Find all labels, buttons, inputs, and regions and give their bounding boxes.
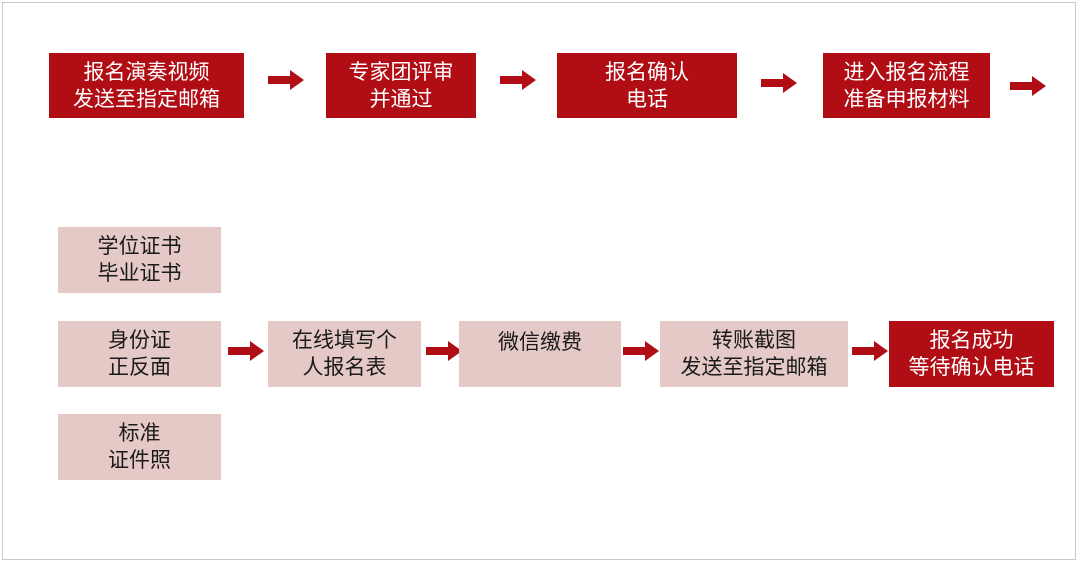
step-expert-review-line2: 并通过 — [369, 86, 433, 111]
step-wechat-payment: 微信缴费 — [459, 321, 621, 387]
step-registration-success: 报名成功 等待确认电话 — [889, 321, 1054, 387]
material-id-photo-line1: 标准 — [118, 421, 161, 445]
step-transfer-screenshot: 转账截图 发送至指定邮箱 — [660, 321, 848, 387]
step-transfer-line2: 发送至指定邮箱 — [680, 355, 828, 379]
material-id-photo-line2: 证件照 — [108, 448, 171, 472]
step-online-form: 在线填写个 人报名表 — [268, 321, 421, 387]
step-submit-video-line2: 发送至指定邮箱 — [73, 86, 220, 111]
step-confirm-call-line2: 电话 — [626, 86, 668, 111]
step-expert-review-line1: 专家团评审 — [348, 59, 454, 84]
arrow-right-icon — [1010, 76, 1046, 96]
step-confirm-call-line1: 报名确认 — [605, 59, 689, 84]
material-degree-line1: 学位证书 — [97, 234, 182, 258]
material-id-card-line1: 身份证 — [108, 328, 171, 352]
step-prepare-materials-line2: 准备申报材料 — [843, 86, 970, 111]
arrow-right-icon — [426, 341, 462, 361]
step-success-line2: 等待确认电话 — [908, 355, 1035, 379]
arrow-right-icon — [228, 341, 264, 361]
step-submit-video: 报名演奏视频 发送至指定邮箱 — [49, 53, 244, 118]
arrow-right-icon — [761, 73, 797, 93]
arrow-right-icon — [623, 341, 659, 361]
arrow-right-icon — [268, 70, 304, 90]
arrow-right-icon — [852, 341, 888, 361]
step-wechat-payment-line1: 微信缴费 — [498, 330, 582, 354]
step-online-form-line2: 人报名表 — [302, 355, 387, 379]
arrow-right-icon — [500, 70, 536, 90]
step-transfer-line1: 转账截图 — [712, 328, 796, 352]
material-id-card-line2: 正反面 — [108, 355, 171, 379]
step-submit-video-line1: 报名演奏视频 — [83, 59, 210, 84]
step-success-line1: 报名成功 — [929, 328, 1014, 352]
material-degree-certificates: 学位证书 毕业证书 — [58, 227, 221, 293]
material-degree-line2: 毕业证书 — [97, 261, 182, 285]
material-id-card: 身份证 正反面 — [58, 321, 221, 387]
step-online-form-line1: 在线填写个 — [292, 328, 397, 352]
step-expert-review: 专家团评审 并通过 — [326, 53, 476, 118]
step-prepare-materials-line1: 进入报名流程 — [843, 59, 970, 84]
step-prepare-materials: 进入报名流程 准备申报材料 — [823, 53, 990, 118]
step-confirm-call: 报名确认 电话 — [557, 53, 737, 118]
material-id-photo: 标准 证件照 — [58, 414, 221, 480]
